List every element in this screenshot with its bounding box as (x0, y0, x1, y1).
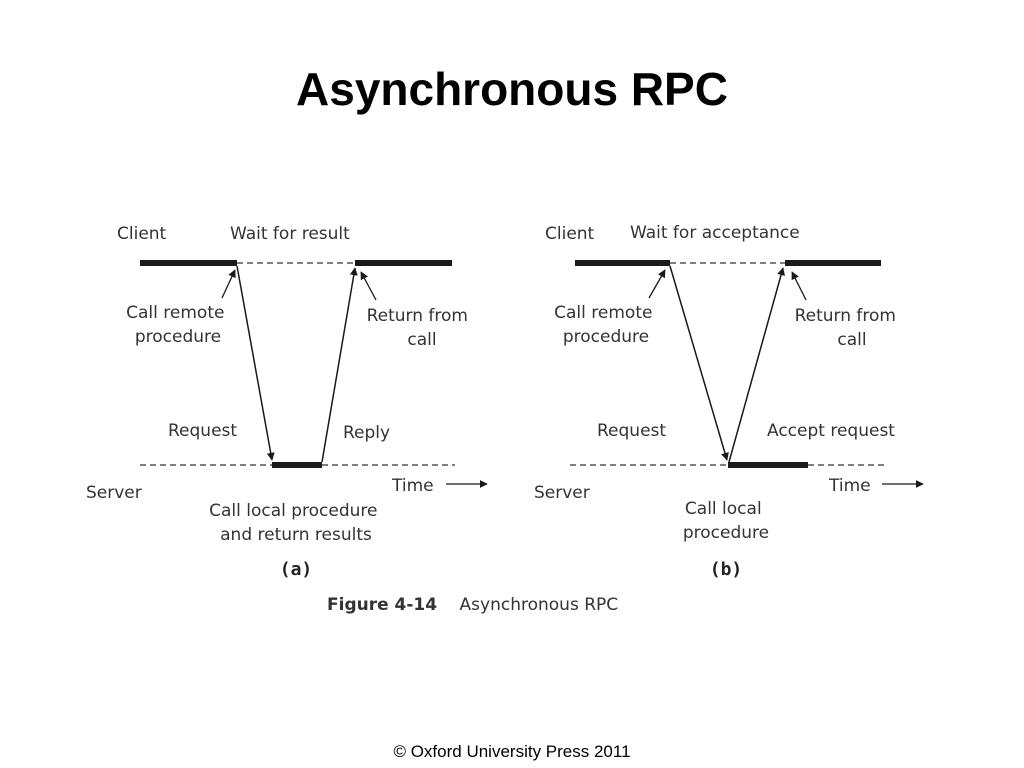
return-from-line-1: Return from (795, 306, 896, 326)
call-remote-label: Call remote procedure (554, 303, 658, 347)
figure-caption: Figure 4-14 Asynchronous RPC (327, 595, 618, 615)
panel-a: Client Wait for result Call remote proce… (86, 224, 488, 580)
return-from-line-2: call (837, 330, 866, 350)
figure-caption-text: Asynchronous RPC (460, 595, 619, 615)
call-local-line-2: procedure (683, 523, 769, 543)
time-label: Time (391, 476, 434, 496)
call-local-line-1: Call local (685, 499, 762, 519)
server-label: Server (534, 483, 590, 503)
wait-label: Wait for result (230, 224, 350, 244)
call-remote-label: Call remote procedure (126, 303, 230, 347)
call-local-line-1: Call local procedure (209, 501, 377, 521)
call-remote-pointer (648, 269, 666, 299)
client-label: Client (545, 224, 595, 244)
call-remote-line-1: Call remote (554, 303, 652, 323)
return-from-pointer (360, 271, 377, 301)
copyright-footer: © Oxford University Press 2011 (393, 742, 631, 761)
panel-a-label: (a) (280, 559, 313, 580)
slide-title: Asynchronous RPC (296, 63, 728, 115)
time-label: Time (828, 476, 871, 496)
call-remote-line-1: Call remote (126, 303, 224, 323)
return-from-line-1: Return from (367, 306, 468, 326)
request-label: Request (168, 421, 237, 441)
return-from-label: Return from call (367, 306, 474, 350)
figure-number: Figure 4-14 (327, 595, 437, 615)
return-from-line-2: call (407, 330, 436, 350)
request-label: Request (597, 421, 666, 441)
call-local-line-2: and return results (220, 525, 372, 545)
call-remote-pointer (221, 269, 236, 299)
panel-b: Client Wait for acceptance Call remote p… (534, 223, 924, 580)
request-arrow (669, 265, 729, 461)
reply-label: Reply (343, 423, 390, 443)
call-remote-line-2: procedure (135, 327, 221, 347)
call-local-label: Call local procedure and return results (209, 501, 383, 545)
wait-label: Wait for acceptance (630, 223, 800, 243)
server-label: Server (86, 483, 142, 503)
call-remote-line-2: procedure (563, 327, 649, 347)
panel-b-label: (b) (710, 559, 743, 580)
request-arrow (236, 265, 275, 461)
call-local-label: Call local procedure (683, 499, 769, 543)
accept-request-label: Accept request (767, 421, 895, 441)
accept-arrow (728, 267, 785, 463)
return-from-label: Return from call (795, 306, 902, 350)
return-from-pointer (791, 271, 807, 301)
client-label: Client (117, 224, 167, 244)
reply-arrow (321, 267, 358, 463)
